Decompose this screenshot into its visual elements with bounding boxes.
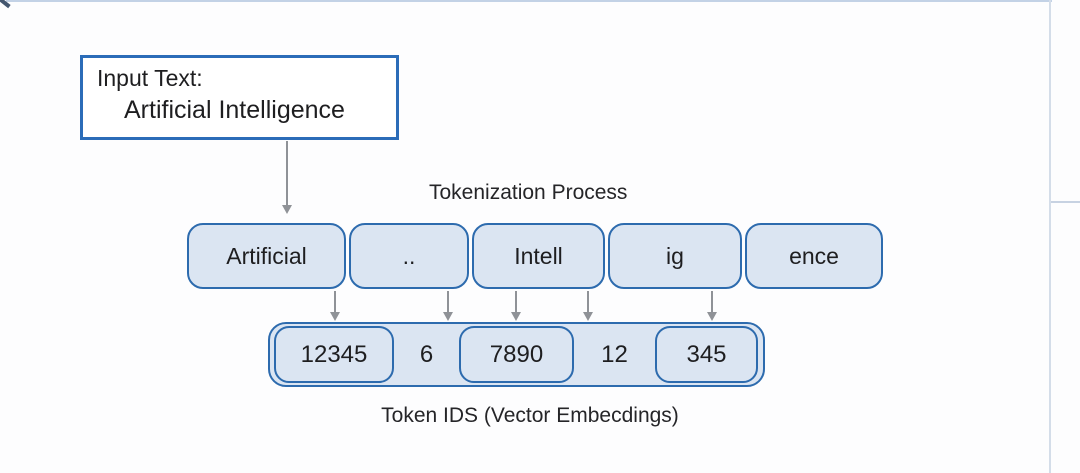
- token-to-id-arrow-icon: [334, 291, 336, 312]
- token-box: ..: [349, 223, 469, 289]
- token-box: ig: [608, 223, 742, 289]
- token-id-value: 12: [601, 340, 628, 368]
- right-panel-divider-line: [1049, 0, 1051, 473]
- input-text-label: Input Text:: [97, 65, 203, 91]
- token-id-row: 12345 6 7890 12 345: [268, 322, 765, 387]
- tokenization-process-label: Tokenization Process: [429, 181, 628, 204]
- token-id-box: 7890: [459, 326, 574, 383]
- token-to-id-arrow-icon: [515, 291, 517, 312]
- token-id-box: 345: [655, 326, 758, 383]
- slide-top-border-line: [6, 0, 1052, 2]
- token-ids-caption: Token IDS (Vector Embecdings): [381, 404, 679, 427]
- input-text-value: Artificial Intelligence: [124, 96, 345, 124]
- input-to-token-arrow-icon: [286, 141, 288, 205]
- token-row: Artificial .. Intell ig ence: [187, 223, 883, 289]
- token-to-id-arrow-icon: [711, 291, 713, 312]
- token-to-id-arrow-icon: [447, 291, 449, 312]
- input-text-box: Input Text: Artificial Intelligence: [80, 55, 399, 140]
- token-box: ence: [745, 223, 883, 289]
- right-panel-horizontal-line: [1051, 201, 1080, 203]
- token-id-box: 12345: [274, 326, 394, 383]
- token-box: Artificial: [187, 223, 346, 289]
- token-id-value: 6: [419, 340, 434, 368]
- token-to-id-arrow-icon: [587, 291, 589, 312]
- token-box: Intell: [472, 223, 605, 289]
